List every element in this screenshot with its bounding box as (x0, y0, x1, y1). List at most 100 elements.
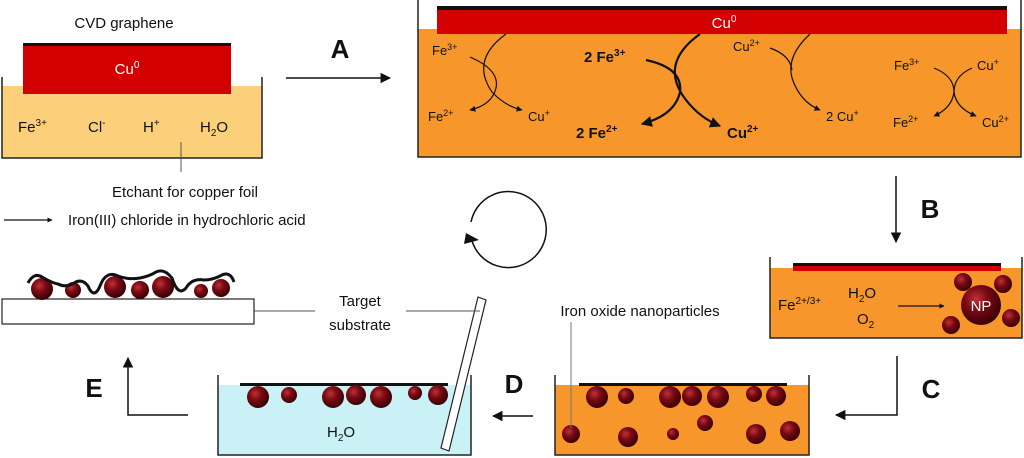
step-c-arrow (834, 356, 898, 421)
target-substrate (1, 298, 255, 325)
r2-product-fe: 2 Fe2+ (576, 124, 618, 142)
nanoparticle (954, 273, 972, 291)
nanoparticle (994, 275, 1012, 293)
nanoparticle (586, 386, 608, 408)
cycle-arc (470, 190, 547, 269)
step-e-arrow (122, 356, 188, 416)
nanoparticle (780, 421, 800, 441)
nanoparticle (152, 276, 174, 298)
nanoparticle (346, 385, 366, 405)
nanoparticle-group (562, 386, 800, 447)
bath-outline (417, 0, 1022, 158)
nanoparticle (281, 387, 297, 403)
nanoparticle (942, 316, 960, 334)
graphene-layer (240, 383, 448, 386)
etchant-detail: Iron(III) chloride in hydrochloric acid (68, 212, 306, 229)
r1-arrow-cu (483, 33, 523, 112)
beaker-outline (1, 77, 263, 159)
ion-fe3: Fe3+ (18, 118, 47, 136)
target-substrate-callout: Target substrate (238, 293, 480, 334)
copper-remnant (793, 266, 1001, 271)
nanoparticle (707, 386, 729, 408)
nanoparticle (247, 386, 269, 408)
nanoparticle (104, 276, 126, 298)
nanoparticle (659, 386, 681, 408)
graphene-layer (437, 6, 1007, 10)
graphene-label: CVD graphene (74, 15, 173, 32)
step-b-label: B (921, 194, 940, 224)
step-e: E (85, 356, 188, 416)
cycle-arrowhead (464, 233, 479, 244)
r4-product-fe: Fe2+ (893, 114, 918, 130)
step-b: B (890, 176, 940, 244)
ion-cl: Cl- (88, 118, 106, 136)
nanoparticle (618, 388, 634, 404)
bath-outline (217, 375, 472, 456)
etchant-caption: Etchant for copper foil (112, 184, 258, 201)
panel-graphene-floating-etchant: Iron oxide nanoparticles (554, 303, 810, 456)
nanoparticle (194, 284, 208, 298)
etchant-bath (418, 29, 1021, 157)
r3-reactant: Cu2+ (733, 38, 760, 54)
nanoparticle (31, 278, 53, 300)
cycle-icon (464, 190, 547, 269)
nanoparticle (428, 385, 448, 405)
nanoparticle (766, 386, 786, 406)
target-label-line2: substrate (329, 317, 391, 334)
r1-reactant: Fe3+ (432, 42, 457, 58)
r4-product-cu: Cu2+ (982, 114, 1009, 130)
panel-water-rinse: H2O (217, 296, 487, 456)
nanoparticle (618, 427, 638, 447)
nanoparticles-label: Iron oxide nanoparticles (560, 303, 719, 320)
np-label: NP (971, 298, 992, 315)
r2-reactant: 2 Fe3+ (584, 48, 626, 66)
nanoparticle (562, 425, 580, 443)
step-a: A (286, 34, 392, 84)
r3-product: 2 Cu+ (826, 108, 859, 124)
r3-arrow-in (769, 47, 793, 71)
water-label: H2O (848, 285, 876, 305)
step-d: D (491, 369, 533, 422)
ion-h: H+ (143, 118, 160, 136)
graphene-layer (579, 383, 787, 386)
step-e-label: E (85, 373, 102, 403)
nanoparticle (667, 428, 679, 440)
r4-reactant-fe: Fe3+ (894, 57, 919, 73)
step-c-label: C (922, 374, 941, 404)
panel-copper-etching-reactions: Cu0 Fe3+ Fe2+ Cu+ 2 Fe3+ 2 Fe2+ Cu2+ Cu2… (417, 0, 1022, 158)
nanoparticle (131, 281, 149, 299)
nanoparticle (682, 386, 702, 406)
nanoparticle (746, 386, 762, 402)
nanoparticle-group (31, 276, 230, 300)
target-label-line1: Target (339, 293, 382, 310)
etchant-bath (2, 86, 262, 158)
copper-label: Cu0 (115, 60, 140, 78)
panel-initial-etch: CVD graphene Cu0 Fe3+ Cl- H+ H2O Etchant… (1, 15, 306, 229)
nanoparticle (408, 386, 422, 400)
nanoparticle (212, 279, 230, 297)
step-c: C (834, 356, 941, 421)
step-d-label: D (505, 369, 524, 399)
nanoparticle (370, 386, 392, 408)
nanoparticle-group (247, 385, 448, 408)
r4-reactant-cu: Cu+ (977, 57, 999, 73)
bath-outline (554, 375, 810, 456)
target-substrate-slide (440, 296, 487, 452)
nanoparticle-large (961, 285, 1001, 325)
water-molecule: H2O (200, 119, 228, 139)
nanoparticle (322, 386, 344, 408)
r3-arrow-out (790, 33, 821, 111)
panel-nanoparticle-formation: Fe2+/3+ H2O O2 NP (769, 257, 1023, 339)
r1-product-fe: Fe2+ (428, 108, 453, 124)
graphene-layer (23, 43, 231, 46)
r1-product-cu: Cu+ (528, 108, 550, 124)
graphene-sheet (26, 269, 236, 295)
copper-foil (23, 46, 231, 94)
r4-arrow-cu (953, 67, 977, 117)
panel-transferred-graphene (1, 269, 255, 325)
copper-foil (437, 10, 1007, 34)
step-a-label: A (331, 34, 350, 64)
bath-outline (769, 257, 1023, 339)
copper-label: Cu0 (712, 14, 737, 32)
